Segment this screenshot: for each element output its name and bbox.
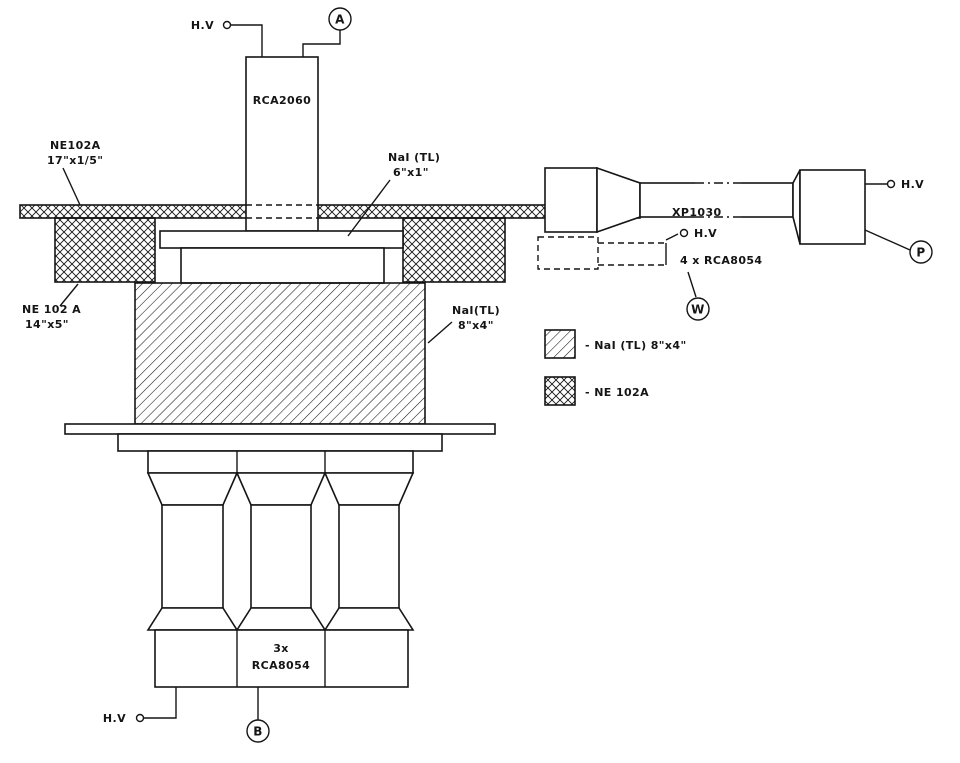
pmt-neck [250,504,312,609]
hv-top-terminal-icon [222,20,232,30]
main-crystal-size-label: 8"x4" [458,319,494,332]
side-arm-model-label: XP1030 [672,206,722,219]
bottom-pmt-count-label: 3x [273,642,289,655]
light-pipe-plate [159,230,404,249]
well-scint-size-label: 14"x5" [25,318,69,331]
well-scint-leader-line [59,283,79,307]
pmt-shoulder [235,472,327,506]
small-crystal-housing [180,247,385,284]
side-arm-count-label: 4 x RCA8054 [680,254,762,267]
hv-mid-label: H.V [694,227,717,240]
hv-right-terminal-icon [886,179,896,189]
output-w-wire [687,271,697,298]
hv-bottom-label: H.V [103,712,126,725]
pmt-foot [235,607,327,631]
hv-right-label: H.V [901,178,924,191]
mounting-plate [117,433,443,452]
small-crystal-leader-line [347,179,391,237]
output-b-terminal-icon [246,719,270,743]
pmt-foot [146,607,239,631]
hv-top-label: H.V [191,19,214,32]
legend-ne-label: - NE 102A [585,386,649,399]
pmt-collar [147,450,414,474]
hv-mid-wire [665,233,679,241]
pmt-foot [323,607,415,631]
thin-scint-leader-line [62,167,81,206]
well-scintillator-left-wall [54,217,156,283]
hv-top-wire [231,24,263,57]
side-arm-cone-left [596,166,641,234]
output-a-wire [302,30,341,57]
legend-nai-swatch [544,329,576,359]
hv-bottom-wire [144,687,177,719]
output-p-wire [864,229,911,251]
output-p-terminal-icon [909,240,933,264]
pmt-neck [338,504,400,609]
mounting-flange [64,423,496,435]
hv-mid-terminal-icon [679,228,689,238]
well-scint-name-label: NE 102 A [22,303,81,316]
pmt-neck [161,504,224,609]
small-crystal-name-label: NaI (TL) [388,151,440,164]
side-arm-cone-right [792,169,801,245]
thin-scint-size-label: 17"x1/5" [47,154,103,167]
output-p-label: P [916,246,925,260]
output-b-label: B [253,725,263,739]
hidden-pmt-block [537,236,599,270]
small-crystal-size-label: 6"x1" [393,166,429,179]
side-arm-end-block [799,169,866,245]
main-crystal-name-label: NaI(TL) [452,304,500,317]
well-scintillator-right-wall [402,217,506,283]
top-pmt-model-label: RCA2060 [253,94,311,107]
output-a-label: A [335,13,345,27]
bottom-pmt-model-label: RCA8054 [252,659,310,672]
output-w-terminal-icon [686,297,710,321]
main-crystal-leader-line [427,321,453,344]
thin-scint-name-label: NE102A [50,139,101,152]
legend-ne-swatch [544,376,576,406]
output-w-label: W [691,303,705,317]
main-crystal [134,282,426,425]
pmt-shoulder [146,472,239,506]
pmt-base-box [154,629,409,688]
pmt-shoulder [323,472,415,506]
legend-nai-label: - NaI (TL) 8"x4" [585,339,687,352]
side-arm-front-block [544,167,598,233]
hv-bottom-terminal-icon [135,713,145,723]
